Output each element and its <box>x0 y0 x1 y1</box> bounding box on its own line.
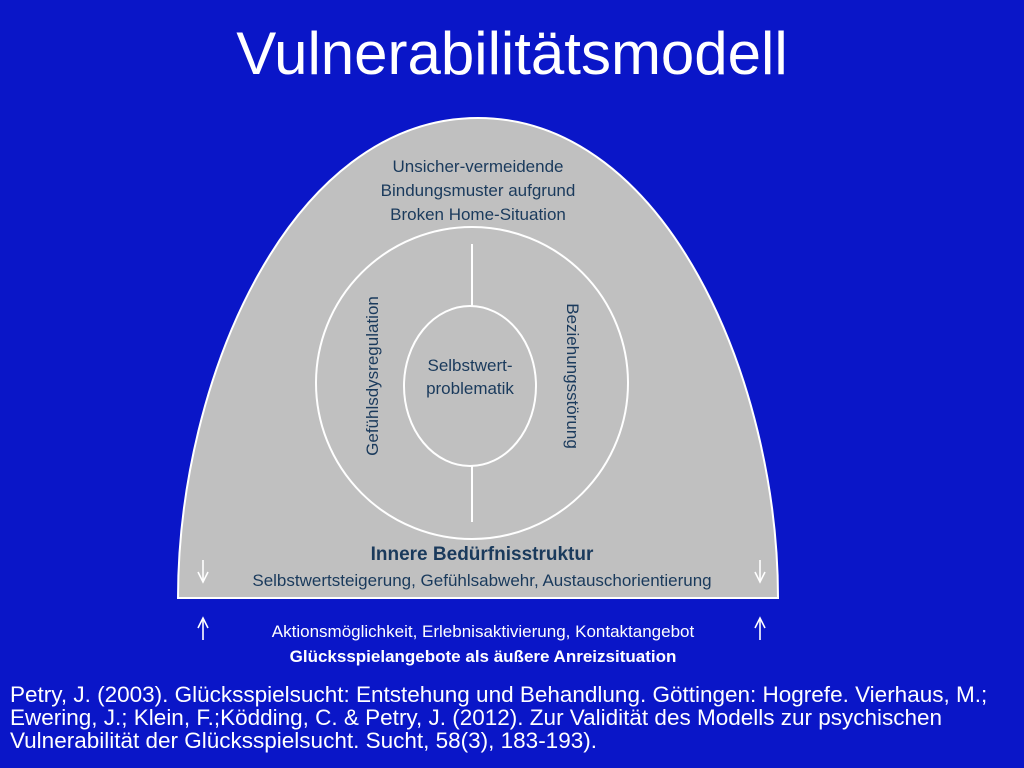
outer-text-line-2: Bindungsmuster aufgrund <box>381 181 576 200</box>
outer-dome <box>176 116 780 599</box>
slide-title: Vulnerabilitätsmodell <box>236 20 788 87</box>
outer-text-line-3: Broken Home-Situation <box>390 205 566 224</box>
down-arrow-right <box>754 560 766 584</box>
center-text-line-1: Selbstwert- <box>427 356 512 375</box>
down-arrow-left <box>197 560 209 584</box>
inner-needs-title: Innere Bedürfnisstruktur <box>371 544 594 565</box>
citation-line-1: Petry, J. (2003). Glücksspielsucht: Ents… <box>10 682 988 707</box>
left-ring-label: Gefühlsdysregulation <box>363 296 382 456</box>
center-ellipse <box>403 305 537 467</box>
citation-line-3: Vulnerabilität der Glücksspielsucht. Suc… <box>10 728 597 753</box>
center-text-line-2: problematik <box>426 379 514 398</box>
citation: Petry, J. (2003). Glücksspielsucht: Ents… <box>10 683 1010 752</box>
external-line-1: Aktionsmöglichkeit, Erlebnisaktivierung,… <box>272 622 695 641</box>
external-line-2: Glücksspielangebote als äußere Anreizsit… <box>290 647 677 666</box>
outer-text-line-1: Unsicher-vermeidende <box>392 157 563 176</box>
up-arrow-right <box>754 616 766 640</box>
inner-needs-detail: Selbstwertsteigerung, Gefühlsabwehr, Aus… <box>252 571 711 590</box>
up-arrow-left <box>197 616 209 640</box>
right-ring-label: Beziehungsstörung <box>563 303 582 449</box>
middle-ring <box>315 226 629 540</box>
citation-line-2: Ewering, J.; Klein, F.;Ködding, C. & Pet… <box>10 705 943 730</box>
